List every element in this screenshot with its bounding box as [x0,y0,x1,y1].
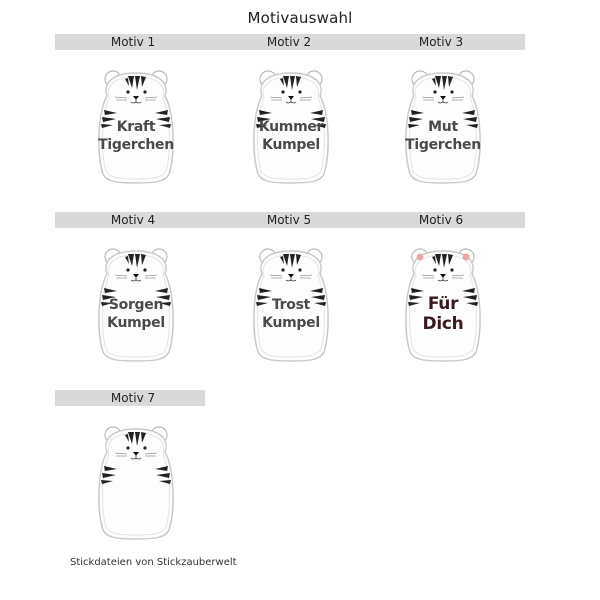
motif-5-tiger[interactable]: Trost Kumpel [250,244,332,362]
motif-6-label: Motiv 6 [418,213,464,227]
motif-2-line2: Kumpel [262,137,320,153]
page-title: Motivauswahl [247,9,353,27]
motif-6-line2: Dich [422,314,464,334]
motif-2-label: Motiv 2 [266,35,312,49]
motif-6-tiger[interactable]: Für Dich [402,244,484,362]
motif-5-line2: Kumpel [262,315,320,331]
motif-2-line1: Kummer [258,119,324,135]
motif-7-label: Motiv 7 [110,391,156,405]
motif-5-label: Motiv 5 [266,213,312,227]
motif-6-line1: Für [427,294,459,314]
motif-row-3-bar [55,390,205,406]
ear-pink-right [462,253,470,261]
motif-4-line1: Sorgen [108,297,164,313]
motif-1-line1: Kraft [116,119,156,135]
motif-6-text: Für Dich [402,294,484,334]
motif-4-text: Sorgen Kumpel [95,296,177,332]
motif-2-text: Kummer Kumpel [250,118,332,154]
tiger-image [98,426,174,540]
motif-2-tiger[interactable]: Kummer Kumpel [250,66,332,184]
motif-3-line2: Tigerchen [405,137,481,153]
motif-5-line1: Trost [271,297,311,313]
ear-pink-left [416,253,424,261]
motif-1-tiger[interactable]: Kraft Tigerchen [95,66,177,184]
motif-3-tiger[interactable]: Mut Tigerchen [402,66,484,184]
motif-1-line2: Tigerchen [98,137,174,153]
motif-4-line2: Kumpel [107,315,165,331]
motif-3-text: Mut Tigerchen [402,118,484,154]
motif-4-label: Motiv 4 [110,213,156,227]
motif-7-tiger[interactable] [95,422,177,540]
footer-credit: Stickdateien von Stickzauberwelt [70,557,237,568]
motif-1-text: Kraft Tigerchen [95,118,177,154]
motif-row-1-bar [55,34,525,50]
motif-1-label: Motiv 1 [110,35,156,49]
motif-3-label: Motiv 3 [418,35,464,49]
motif-3-line1: Mut [428,119,458,135]
motif-5-text: Trost Kumpel [250,296,332,332]
motif-row-2-bar [55,212,525,228]
motif-4-tiger[interactable]: Sorgen Kumpel [95,244,177,362]
tiger-image [405,248,481,362]
